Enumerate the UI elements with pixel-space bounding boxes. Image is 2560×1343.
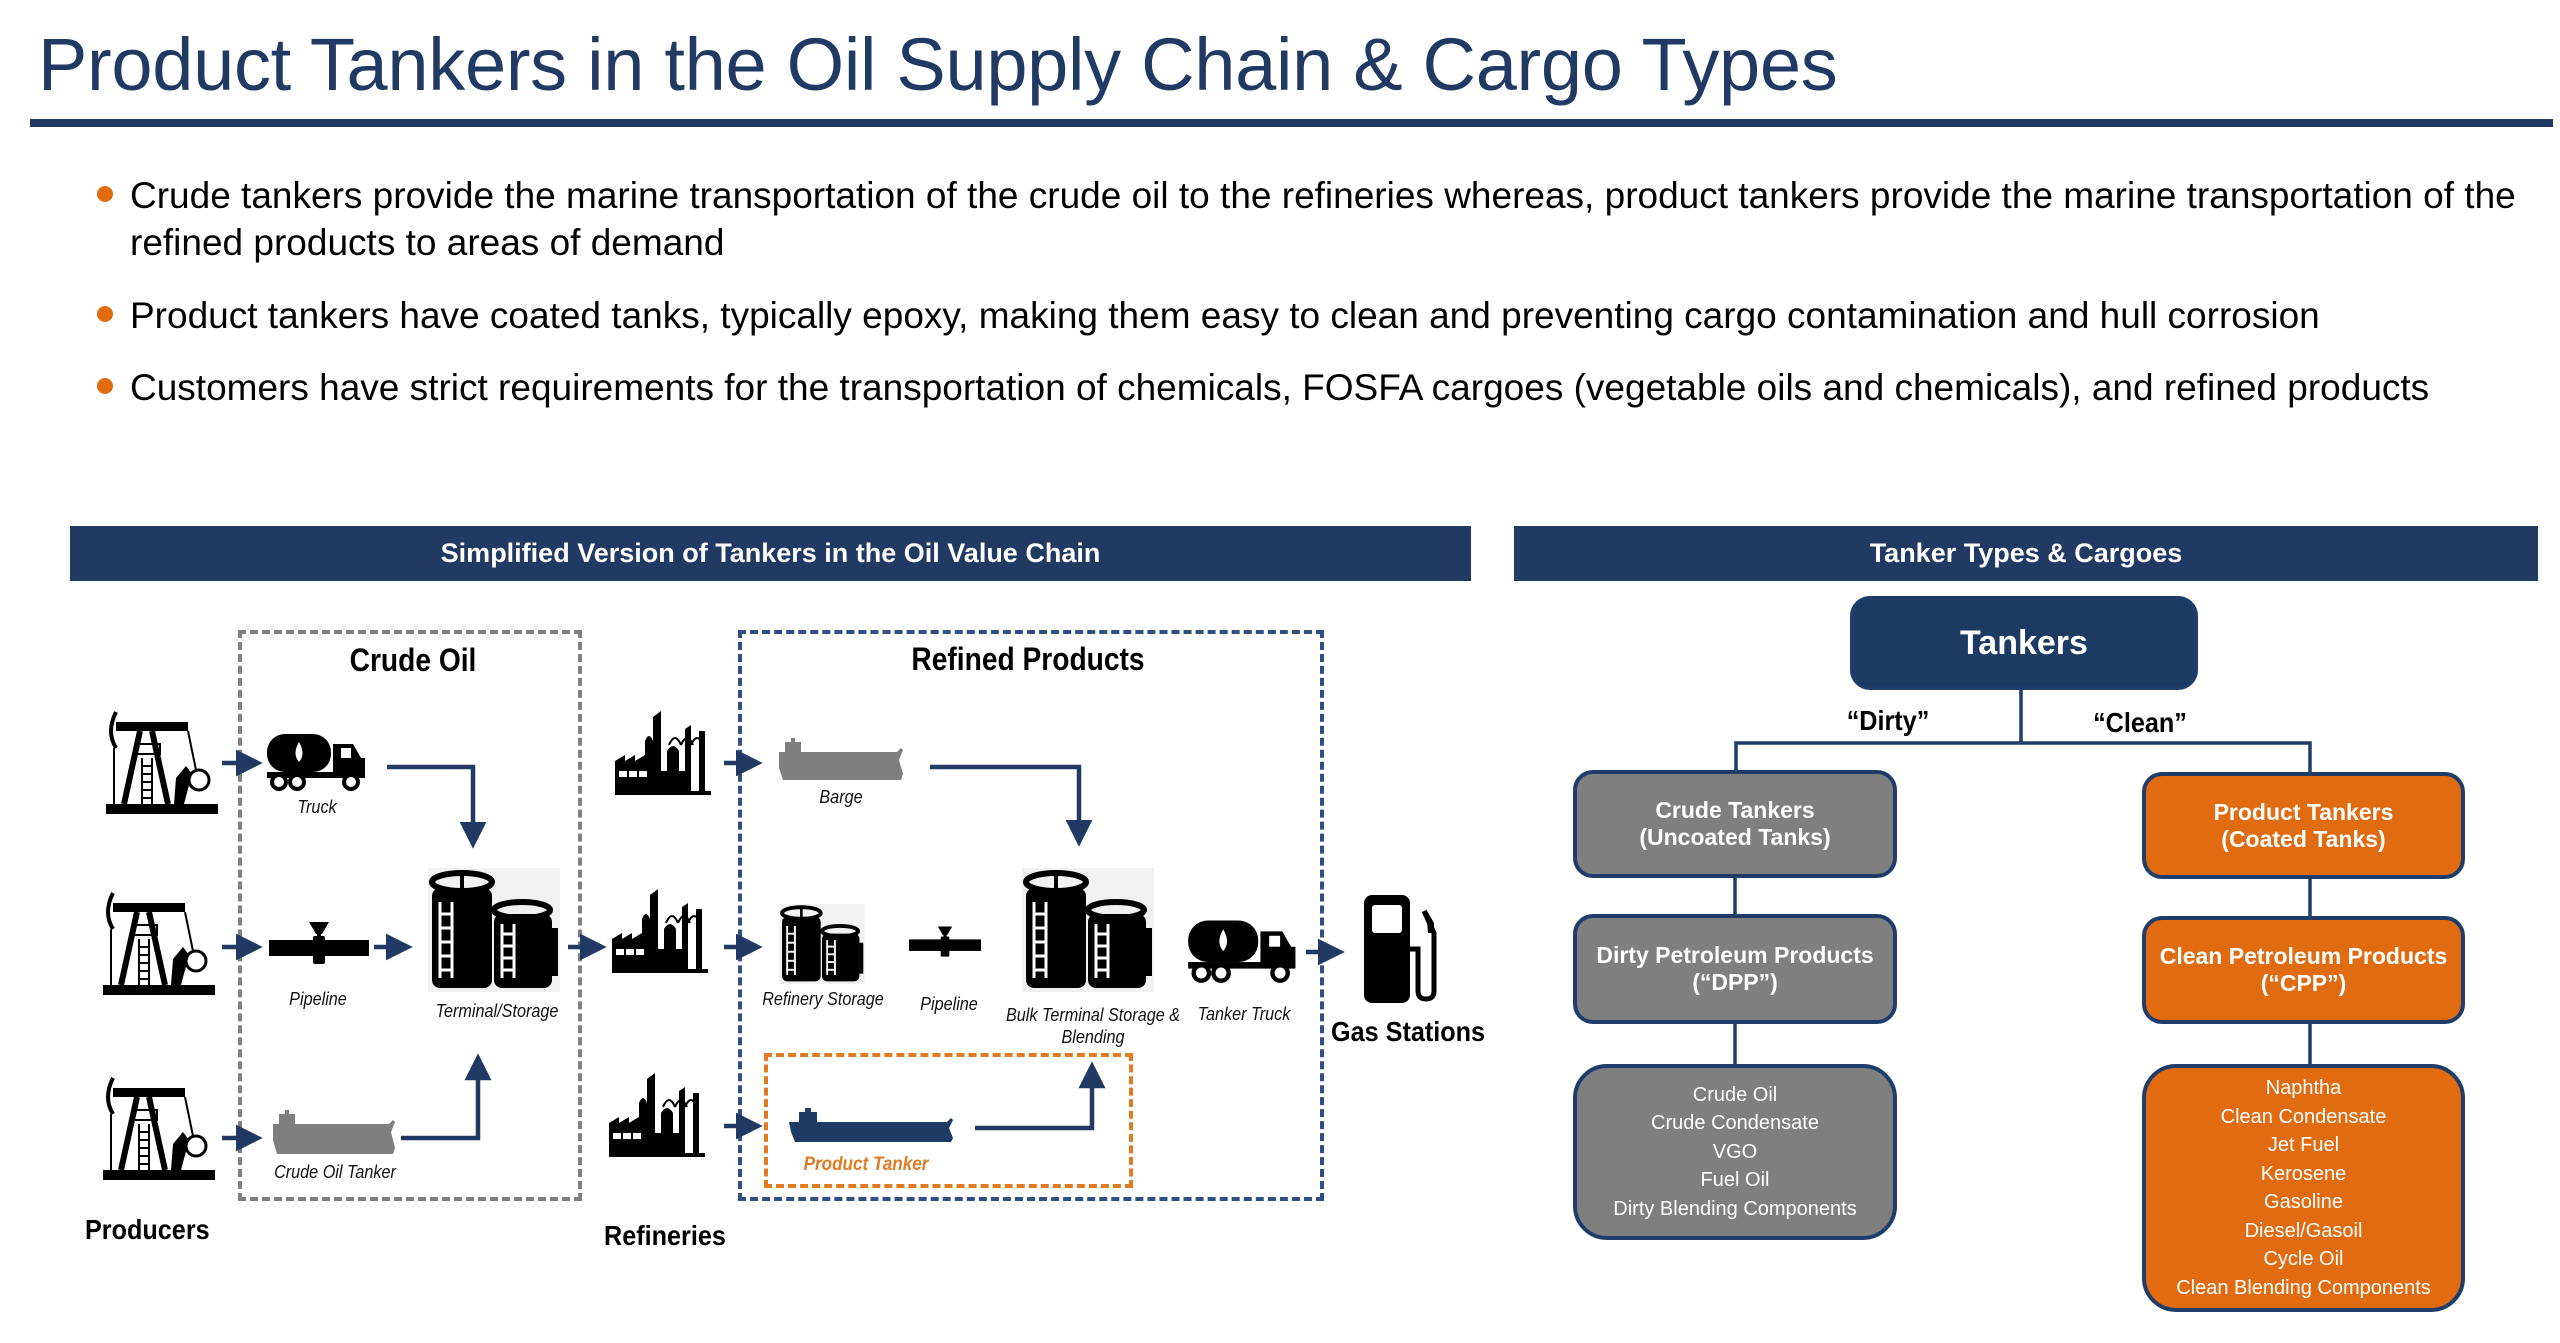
gas-pump-icon: [1364, 895, 1437, 1003]
caption-product-tanker: Product Tanker: [803, 1154, 929, 1175]
pipeline-valve-icon: [909, 926, 981, 957]
tankers-root-node: Tankers: [1850, 596, 2198, 690]
cargo-item: Crude Oil: [1692, 1083, 1778, 1106]
caption-pipeline-refined: Pipeline: [920, 994, 978, 1014]
caption-terminal-storage: Terminal/Storage: [435, 1001, 559, 1021]
cargo-item: Kerosene: [2260, 1162, 2347, 1185]
storage-tanks-icon: [428, 868, 560, 992]
cargo-item: Clean Condensate: [2220, 1105, 2387, 1128]
cpp-node: Clean Petroleum Products (“CPP”): [2142, 916, 2465, 1024]
caption-pipeline: Pipeline: [289, 989, 347, 1009]
connector-line: [1734, 741, 2312, 772]
caption-barge: Barge: [819, 787, 863, 807]
tanker-types-header-text: Tanker Types & Cargoes: [1869, 538, 2183, 568]
bullet-item: Customers have strict requirements for t…: [97, 364, 2430, 411]
caption-bulk-terminal: Bulk Terminal Storage & Blending: [1006, 1004, 1180, 1048]
cargo-item: Naphtha: [2265, 1077, 2342, 1099]
bullet-item: Crude tankers provide the marine transpo…: [97, 172, 2540, 266]
refinery-icon: [609, 1073, 705, 1157]
dpp-line2: (“DPP”): [1692, 969, 1778, 995]
cpp-line1: Clean Petroleum Products: [2159, 943, 2448, 969]
product-tankers-line1: Product Tankers: [2213, 798, 2394, 825]
cpp-line2: (“CPP”): [2260, 970, 2347, 996]
tankers-root-label: Tankers: [1960, 623, 2088, 662]
product-tanker-highlight-box: [764, 1053, 1133, 1188]
gas-stations-label: Gas Stations: [1331, 1016, 1486, 1047]
dpp-line1: Dirty Petroleum Products: [1596, 942, 1874, 968]
crude-tankers-line2: (Uncoated Tanks): [1639, 824, 1831, 850]
cargo-item: Dirty Blending Components: [1613, 1197, 1857, 1220]
bullet-text: Product tankers have coated tanks, typic…: [130, 295, 2320, 336]
bullet-item: Product tankers have coated tanks, typic…: [97, 292, 2540, 339]
bulk-terminal-tanks-icon: [1022, 868, 1154, 992]
crude-oil-title: Crude Oil: [349, 642, 477, 678]
caption-crude-oil-tanker: Crude Oil Tanker: [274, 1162, 396, 1182]
refined-products-box: [738, 630, 1324, 1201]
crude-oil-tanker-ship-icon: [273, 1110, 395, 1154]
product-tankers-node: Product Tankers (Coated Tanks): [2142, 772, 2465, 879]
product-tankers-line2: (Coated Tanks): [2221, 825, 2386, 852]
tanker-truck-icon: [1188, 920, 1296, 983]
barge-ship-icon: [779, 738, 903, 780]
cargo-item: Cycle Oil: [2263, 1248, 2344, 1270]
cargo-item: Diesel/Gasoil: [2244, 1219, 2363, 1242]
title-divider: [30, 119, 2553, 127]
cargo-item: Crude Condensate: [1651, 1112, 1819, 1135]
crude-oil-box: [238, 630, 582, 1201]
value-chain-header: Simplified Version of Tankers in the Oil…: [70, 526, 1471, 581]
producers-label: Producers: [85, 1214, 210, 1245]
bullet-text: Crude tankers provide the marine transpo…: [130, 175, 2516, 263]
bullet-text: Customers have strict requirements for t…: [130, 367, 2430, 408]
bullet-dot-icon: [97, 378, 113, 394]
refineries-label: Refineries: [604, 1220, 726, 1251]
crude-tankers-node: Crude Tankers (Uncoated Tanks): [1573, 770, 1897, 878]
clean-branch-label: “Clean”: [2093, 707, 2187, 738]
caption-bulk-terminal-line1: Bulk Terminal Storage &: [1005, 1005, 1181, 1025]
cargo-item: Clean Blending Components: [2176, 1276, 2431, 1299]
dpp-cargo-list: Crude Oil Crude Condensate VGO Fuel Oil …: [1573, 1064, 1897, 1240]
caption-bulk-terminal-line2: Blending: [1061, 1027, 1125, 1047]
value-chain-header-text: Simplified Version of Tankers in the Oil…: [440, 538, 1101, 568]
caption-tanker-truck: Tanker Truck: [1197, 1004, 1291, 1024]
refinery-icon: [615, 711, 711, 795]
tanker-truck-icon: [267, 734, 365, 791]
refinery-icon: [612, 889, 708, 973]
page-title: Product Tankers in the Oil Supply Chain …: [38, 23, 1838, 106]
cargo-item: VGO: [1712, 1140, 1758, 1163]
cargo-item: Gasoline: [2264, 1191, 2343, 1213]
pipeline-valve-icon: [269, 922, 369, 964]
dpp-node: Dirty Petroleum Products (“DPP”): [1573, 914, 1897, 1024]
refinery-storage-tanks-icon: [779, 904, 865, 984]
bullet-dot-icon: [97, 306, 113, 322]
crude-tankers-line1: Crude Tankers: [1655, 797, 1815, 823]
bullet-dot-icon: [97, 186, 113, 202]
tanker-types-header: Tanker Types & Cargoes: [1514, 526, 2538, 581]
cargo-item: Jet Fuel: [2267, 1134, 2340, 1156]
pump-jack-icon: [106, 711, 218, 814]
caption-truck: Truck: [297, 797, 337, 817]
product-tanker-ship-icon: [789, 1108, 953, 1142]
dirty-branch-label: “Dirty”: [1846, 705, 1930, 736]
cargo-item: Fuel Oil: [1700, 1169, 1770, 1192]
refined-products-title: Refined Products: [911, 641, 1145, 677]
cpp-cargo-list: Naphtha Clean Condensate Jet Fuel Kerose…: [2142, 1064, 2465, 1312]
pump-jack-icon: [103, 892, 215, 995]
caption-refinery-storage: Refinery Storage: [762, 989, 884, 1009]
pump-jack-icon: [103, 1077, 215, 1180]
